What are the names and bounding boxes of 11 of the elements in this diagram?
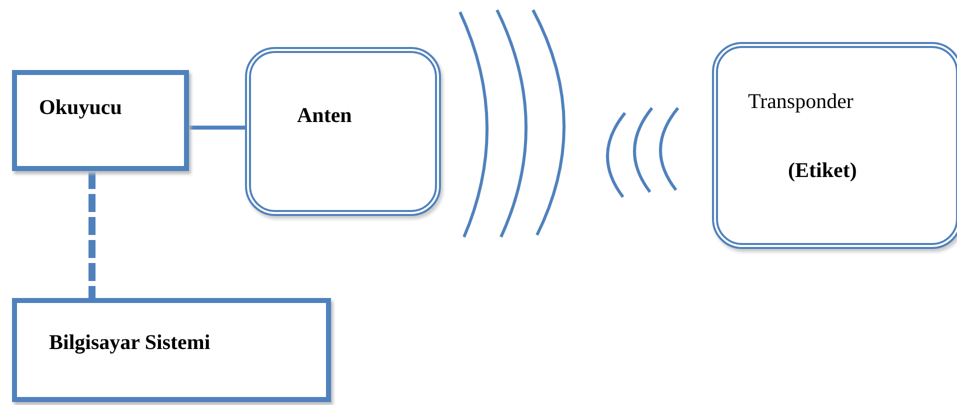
node-label: Bilgisayar Sistemi bbox=[49, 330, 210, 355]
process-box bbox=[12, 298, 331, 402]
connector bbox=[189, 126, 245, 130]
node-label: (Etiket) bbox=[788, 158, 857, 183]
node-label: Okuyucu bbox=[39, 95, 122, 120]
rounded-box bbox=[245, 47, 441, 216]
node-label: Anten bbox=[297, 103, 352, 128]
dashed-connector bbox=[88, 171, 96, 298]
process-box bbox=[12, 70, 189, 171]
node-label: Transponder bbox=[748, 89, 854, 114]
rounded-box bbox=[712, 42, 957, 249]
